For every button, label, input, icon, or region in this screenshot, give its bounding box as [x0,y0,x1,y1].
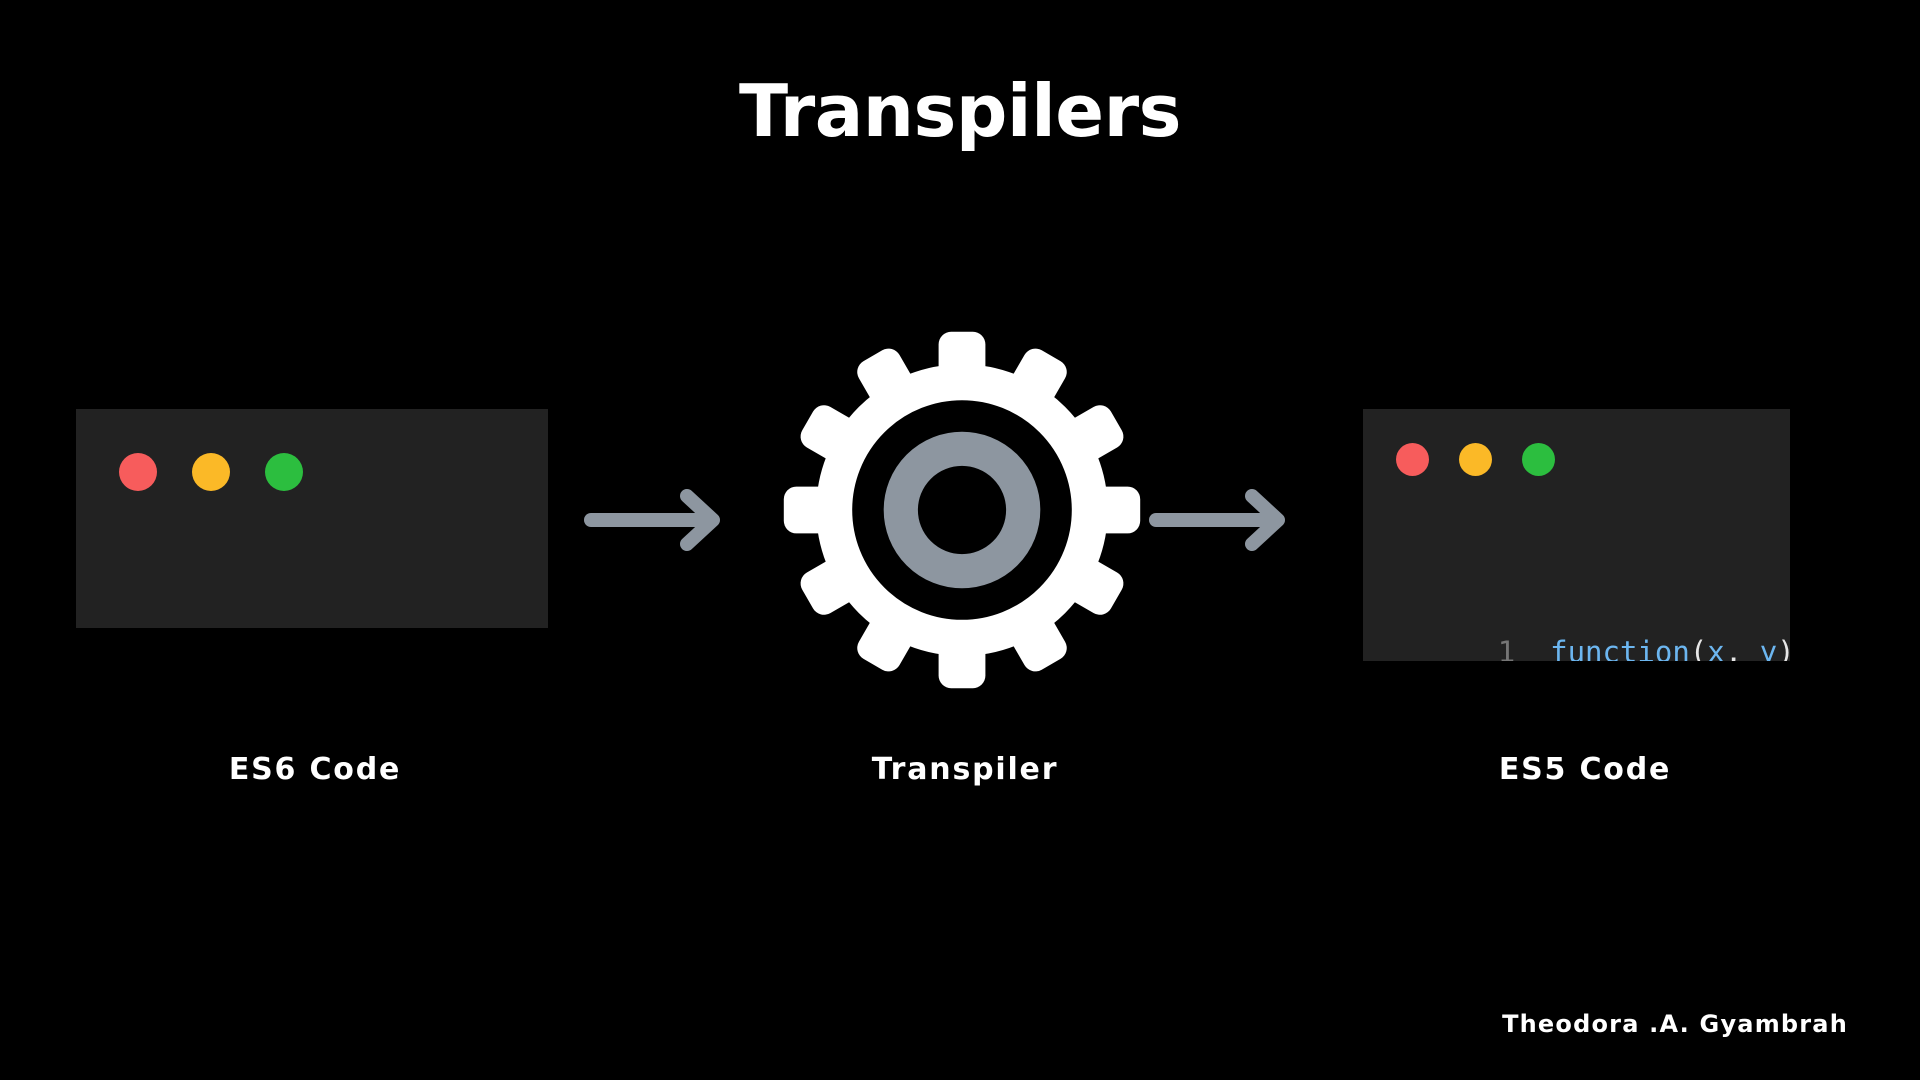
window-traffic-lights [119,453,303,491]
author-credit: Theodora .A. Gyambrah [1502,1010,1848,1038]
code-window-es6: 1(x, y) => x + y; [76,409,548,628]
window-dot-maximize[interactable] [265,453,303,491]
window-dot-maximize[interactable] [1522,443,1555,476]
window-dot-minimize[interactable] [1459,443,1492,476]
arrow-right-icon-transpiler-to-es5 [1148,488,1298,552]
arrow-right-icon-es6-to-transpiler [583,488,733,552]
code-line: 1(x, y) => x + y; [116,621,548,628]
es6-code-body: 1(x, y) => x + y; [116,537,548,628]
window-dot-close[interactable] [1396,443,1429,476]
gear-icon [768,330,1156,690]
caption-transpiler: Transpiler [871,752,1059,787]
caption-es5-code: ES5 Code [1498,752,1672,787]
window-dot-close[interactable] [119,453,157,491]
page-title: Transpilers [738,69,1182,153]
caption-es6-code: ES6 Code [228,752,402,787]
window-traffic-lights [1396,443,1555,476]
line-number: 1 [1497,635,1516,661]
window-dot-minimize[interactable] [192,453,230,491]
